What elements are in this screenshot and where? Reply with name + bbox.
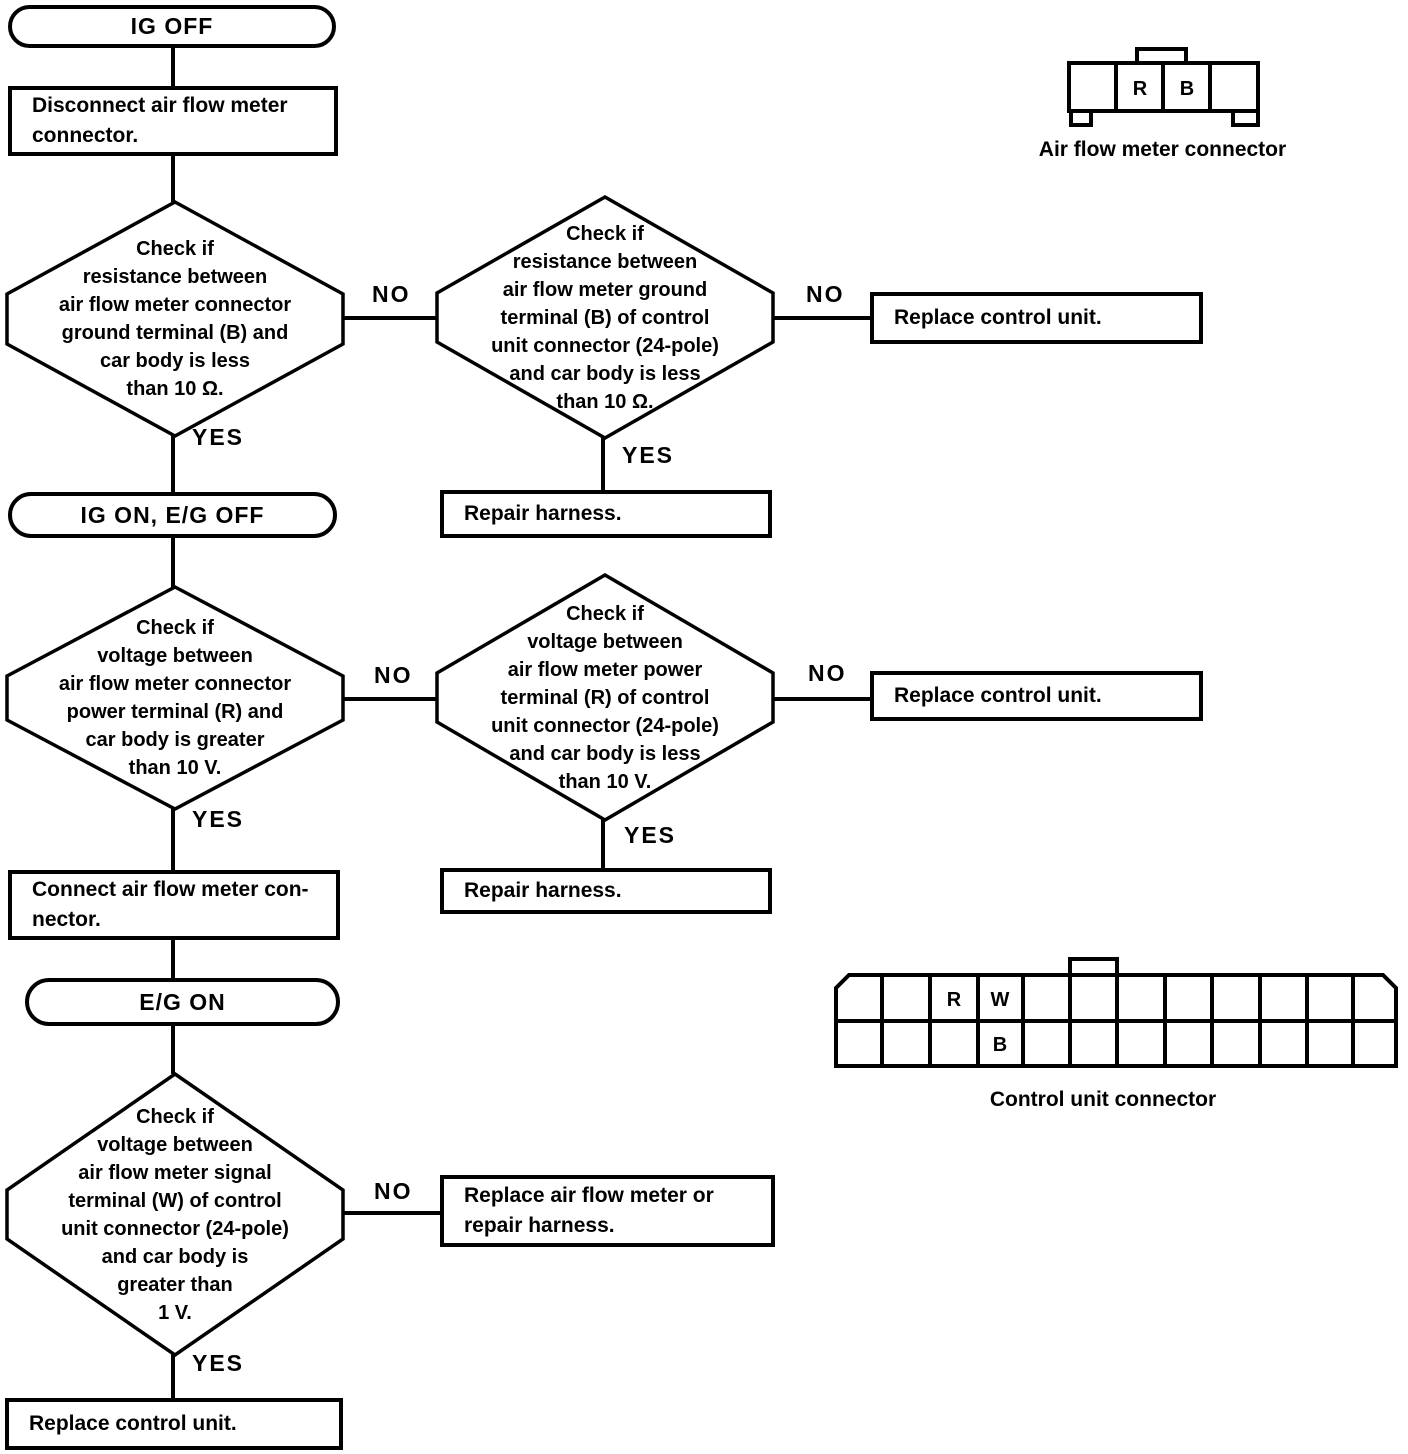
control-unit-connector-drawing: R W B	[834, 957, 1398, 1068]
decision-voltage-afm-power: Check if voltage between air flow meter …	[5, 585, 345, 811]
decision-resistance-afm-ground: Check if resistance between air flow met…	[5, 200, 345, 438]
line-igoff-disconnect	[171, 46, 175, 88]
line-d3-d4-no	[343, 697, 437, 701]
decision-text: Check if resistance between air flow met…	[58, 238, 292, 400]
line-d4-repair2-yes	[601, 820, 605, 870]
afm-pin-r: R	[1133, 78, 1148, 100]
decision-voltage-afm-signal: Check if voltage between air flow meter …	[5, 1072, 345, 1357]
branch-no-3: NO	[374, 662, 413, 688]
branch-no-2: NO	[806, 281, 845, 307]
line-d5-replacecu3-yes	[171, 1353, 175, 1400]
air-flow-meter-connector-label: Air flow meter connector	[1038, 138, 1287, 161]
process-connect-connector: Connect air flow meter con- nector.	[8, 870, 340, 940]
line-d1-d2-no	[343, 316, 437, 320]
process-replace-control-unit-3: Replace control unit.	[5, 1398, 343, 1450]
branch-no-4: NO	[808, 660, 847, 686]
line-igon-d3	[171, 536, 175, 587]
branch-yes-2: YES	[622, 442, 675, 468]
line-d1-igon	[171, 436, 175, 494]
process-disconnect-connector: Disconnect air flow meter connector.	[8, 86, 338, 156]
decision-text: Check if voltage between air flow meter …	[61, 1105, 289, 1324]
branch-yes-1: YES	[192, 424, 245, 450]
line-d4-replacecu2-no	[773, 697, 872, 701]
line-d3-connect-yes	[171, 808, 175, 872]
afm-pin-b: B	[1180, 78, 1194, 100]
line-d5-replaceafm-no	[343, 1211, 442, 1215]
decision-text: Check if resistance between air flow met…	[491, 222, 719, 413]
line-d2-repair1-yes	[601, 436, 605, 492]
line-egon-d5	[171, 1024, 175, 1074]
process-repair-harness-1: Repair harness.	[440, 490, 772, 538]
line-connect-egon	[171, 938, 175, 980]
branch-yes-5: YES	[192, 1350, 245, 1376]
decision-text: Check if voltage between air flow meter …	[491, 602, 719, 793]
cu-pin-w: W	[991, 989, 1010, 1011]
line-d2-replacecu1-no	[773, 316, 872, 320]
terminal-eg-on: E/G ON	[25, 978, 340, 1026]
branch-yes-4: YES	[624, 822, 677, 848]
process-replace-control-unit-2: Replace control unit.	[870, 671, 1203, 721]
control-unit-connector-label: Control unit connector	[989, 1088, 1217, 1111]
line-disconnect-d1	[171, 154, 175, 202]
process-replace-air-flow-meter: Replace air flow meter or repair harness…	[440, 1175, 775, 1247]
branch-yes-3: YES	[192, 806, 245, 832]
branch-no-5: NO	[374, 1178, 413, 1204]
cu-pin-r: R	[947, 989, 962, 1011]
process-repair-harness-2: Repair harness.	[440, 868, 772, 914]
air-flow-meter-connector-drawing: R B	[1067, 47, 1260, 127]
decision-resistance-cu-ground: Check if resistance between air flow met…	[435, 195, 775, 440]
process-replace-control-unit-1: Replace control unit.	[870, 292, 1203, 344]
decision-voltage-cu-power: Check if voltage between air flow meter …	[435, 573, 775, 822]
decision-text: Check if voltage between air flow meter …	[58, 617, 292, 779]
terminal-ig-on-eg-off: IG ON, E/G OFF	[8, 492, 337, 538]
branch-no-1: NO	[372, 281, 411, 307]
cu-pin-b: B	[993, 1034, 1007, 1056]
terminal-ig-off: IG OFF	[8, 5, 336, 48]
